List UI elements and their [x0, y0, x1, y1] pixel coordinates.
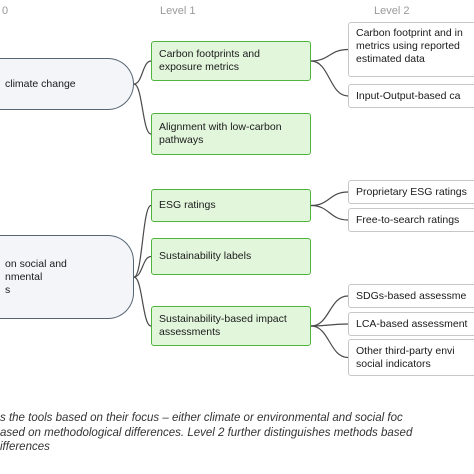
connector-a0-b0	[310, 48, 349, 62]
connector-a4-b5	[310, 323, 349, 327]
connector-a2-b3	[310, 204, 349, 221]
root-node-climate: climate change	[0, 58, 134, 110]
node-input-output: Input-Output-based ca	[348, 84, 474, 108]
connector-a2-b2	[310, 191, 349, 207]
connector-r0-a0	[133, 60, 152, 85]
node-carbon-footprints: Carbon footprints and exposure metrics	[151, 41, 311, 81]
figure-caption: s the tools based on their focus – eithe…	[0, 411, 412, 455]
node-impact-assessments: Sustainability-based impact assessments	[151, 306, 311, 346]
node-other-third-party: Other third-party envi social indicators	[348, 339, 474, 376]
connector-a4-b4	[310, 295, 349, 327]
root-node-environmental-social: on social and nmental s	[0, 235, 134, 319]
node-sustainability-labels: Sustainability labels	[151, 238, 311, 275]
connector-r1-a3	[133, 255, 152, 278]
caption-line-3: ifferences	[0, 441, 50, 453]
node-proprietary-esg: Proprietary ESG ratings	[348, 180, 474, 204]
level-2-label: Level 2	[374, 5, 410, 17]
level-0-label: 0	[2, 5, 9, 17]
connector-r0-a1	[133, 83, 152, 135]
caption-line-2: ased on methodological differences. Leve…	[0, 426, 413, 439]
node-carbon-footprint-reported: Carbon footprint and in metrics using re…	[348, 22, 474, 77]
connector-a0-b1	[310, 60, 349, 97]
node-lca-based: LCA-based assessment	[348, 312, 474, 336]
node-free-to-search: Free-to-search ratings	[348, 208, 474, 232]
node-esg-ratings: ESG ratings	[151, 189, 311, 222]
connector-r1-a4	[133, 276, 152, 327]
connector-r1-a2	[133, 204, 152, 278]
caption-line-1: s the tools based on their focus – eithe…	[0, 412, 403, 424]
connector-a4-b6	[310, 325, 349, 359]
node-alignment-low-carbon: Alignment with low-carbon pathways	[151, 113, 311, 155]
node-sdgs-based: SDGs-based assessme	[348, 284, 474, 308]
level-1-label: Level 1	[160, 5, 196, 17]
